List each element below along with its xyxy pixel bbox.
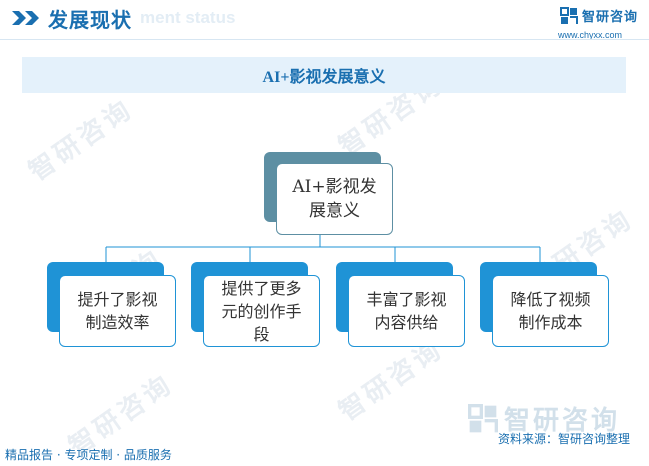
root-node: AI+影视发展意义 xyxy=(276,163,393,235)
diagram-banner: AI+影视发展意义 xyxy=(22,57,626,93)
footer-brand-logo: 智研咨询 xyxy=(468,400,620,437)
double-chevron-icon xyxy=(12,11,39,25)
brand-logo-name: 智研咨询 xyxy=(582,10,639,25)
header-subtitle-watermark: ment status xyxy=(140,8,236,27)
footer-logo-icon xyxy=(468,403,498,432)
header-divider xyxy=(0,39,649,40)
banner-title: AI+影视发展意义 xyxy=(262,69,386,86)
footer-slogan: 精品报告 · 专项定制 · 品质服务 xyxy=(5,448,172,462)
footer-logo-name: 智研咨询 xyxy=(504,406,621,436)
child-node-cost: 降低了视频制作成本 xyxy=(492,275,609,347)
child-node-content-supply: 丰富了影视内容供给 xyxy=(348,275,465,347)
brand-url: www.chyxx.com xyxy=(558,30,623,40)
page-title: 发展现状 xyxy=(48,8,132,32)
child-node-efficiency: 提升了影视制造效率 xyxy=(59,275,176,347)
child-node-creative-means: 提供了更多元的创作手段 xyxy=(203,275,320,347)
page-header: ment status 发展现状 智研咨询 www.chyxx.com xyxy=(0,0,649,40)
brand-logo: 智研咨询 xyxy=(560,6,638,25)
source-note: 资料来源：智研咨询整理 xyxy=(498,432,631,446)
brand-logo-icon xyxy=(560,6,578,24)
